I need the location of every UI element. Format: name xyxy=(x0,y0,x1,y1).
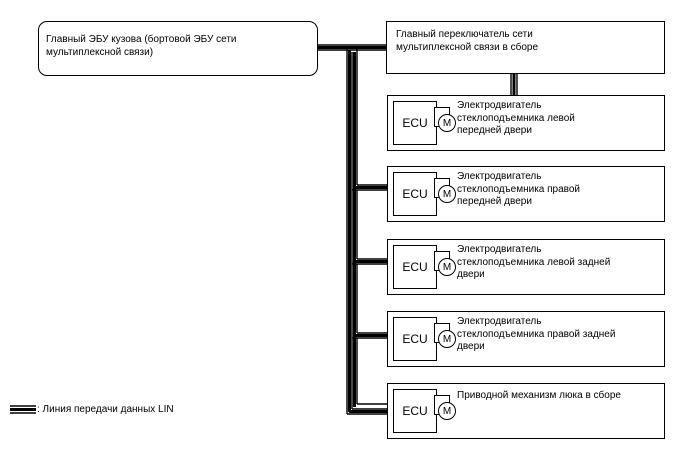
master-switch-label: Главный переключатель сети мультиплексно… xyxy=(396,29,539,53)
motor-label: M xyxy=(442,188,452,200)
motor-icon: M xyxy=(438,114,456,132)
device-label: Электродвигатель стеклоподъемника левой … xyxy=(457,100,575,136)
ecu-label: ECU xyxy=(402,260,428,274)
device-label: Электродвигатель стеклоподъемника правой… xyxy=(457,171,581,207)
ecu-block: ECU xyxy=(393,172,437,216)
motor-label: M xyxy=(442,405,452,417)
device-box-front-left-window: ECU M Электродвигатель стеклоподъемника … xyxy=(387,95,665,151)
main-body-ecu-box: Главный ЭБУ кузова (бортовой ЭБУ сети му… xyxy=(38,21,318,76)
motor-label: M xyxy=(442,333,452,345)
device-label: Электродвигатель стеклоподъемника правой… xyxy=(457,316,616,352)
device-box-rear-left-window: ECU M Электродвигатель стеклоподъемника … xyxy=(387,239,665,295)
ecu-block: ECU xyxy=(393,245,437,289)
ecu-label: ECU xyxy=(402,332,428,346)
ecu-label: ECU xyxy=(402,404,428,418)
lin-line-legend-icon xyxy=(10,405,36,414)
motor-label: M xyxy=(442,117,452,129)
ecu-label: ECU xyxy=(402,187,428,201)
ecu-label: ECU xyxy=(402,116,428,130)
main-body-ecu-label: Главный ЭБУ кузова (бортовой ЭБУ сети му… xyxy=(46,34,237,58)
device-label: Приводной механизм люка в сборе xyxy=(457,390,621,401)
motor-icon: M xyxy=(438,258,456,276)
device-box-sunroof-drive: ECU M Приводной механизм люка в сборе xyxy=(387,383,665,439)
motor-icon: M xyxy=(438,402,456,420)
legend-label: : Линия передачи данных LIN xyxy=(37,404,174,415)
motor-label: M xyxy=(442,261,452,273)
ecu-block: ECU xyxy=(393,101,437,145)
ecu-block: ECU xyxy=(393,317,437,361)
motor-icon: M xyxy=(438,330,456,348)
device-box-rear-right-window: ECU M Электродвигатель стеклоподъемника … xyxy=(387,311,665,367)
motor-icon: M xyxy=(438,185,456,203)
ecu-block: ECU xyxy=(393,389,437,433)
device-box-front-right-window: ECU M Электродвигатель стеклоподъемника … xyxy=(387,166,665,222)
master-switch-box: Главный переключатель сети мультиплексно… xyxy=(386,21,665,74)
device-label: Электродвигатель стеклоподъемника левой … xyxy=(457,244,611,280)
